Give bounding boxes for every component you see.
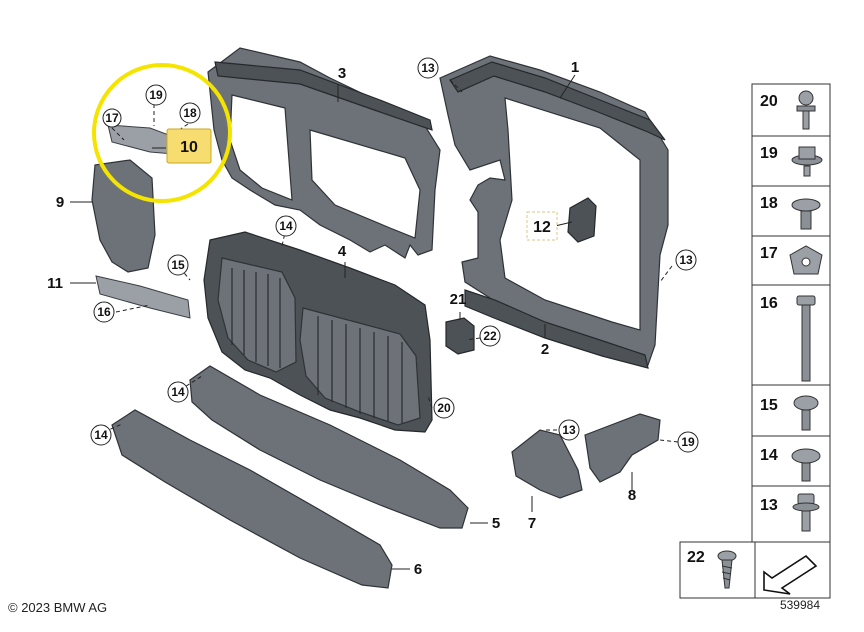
part-2-strut-drawing	[464, 289, 649, 369]
washer-screw-icon	[791, 198, 821, 230]
diagram-id: 539984	[780, 598, 820, 612]
copyright-text: © 2023 BMW AG	[8, 600, 107, 615]
part-label-20: 20	[437, 401, 451, 415]
part-label-22: 22	[483, 329, 497, 343]
part-3-upper-frame-drawing	[207, 47, 441, 259]
part-label-4: 4	[338, 243, 347, 260]
ball-stud-icon	[796, 90, 816, 130]
part-label-6: 6	[414, 561, 422, 578]
part-label-5: 5	[492, 515, 500, 532]
highlight-ring	[92, 63, 232, 203]
part-label-11: 11	[47, 275, 63, 292]
part-label-7: 7	[528, 515, 536, 532]
short-bolt-icon	[792, 493, 820, 532]
part-label-19-top: 19	[149, 88, 163, 102]
flange-screw-icon	[791, 448, 821, 482]
legend-num-14: 14	[760, 447, 778, 464]
part-label-1: 1	[571, 59, 579, 76]
part-label-18: 18	[183, 106, 197, 120]
legend-num-19: 19	[760, 145, 778, 162]
part-label-8: 8	[628, 487, 636, 504]
legend-num-13: 13	[760, 497, 778, 514]
legend-num-20: 20	[760, 93, 778, 110]
clip-nut-icon	[789, 245, 823, 275]
part-label-13-bottom: 13	[562, 423, 576, 437]
part-label-14-low: 14	[94, 428, 108, 442]
part-label-13-top: 13	[421, 61, 435, 75]
part-4-kidney-grille-drawing	[203, 231, 433, 433]
mounting-arrow-icon	[763, 554, 818, 595]
part-9-air-duct-drawing	[91, 159, 156, 273]
long-bolt-icon	[796, 295, 816, 382]
part-label-10: 10	[180, 139, 198, 156]
hex-screw-icon	[793, 395, 819, 431]
circled-labels: 13 13 13 14 14 14 15 16 17 18 19 19 20 2…	[90, 57, 699, 453]
part-label-9: 9	[56, 194, 64, 211]
part-label-2: 2	[541, 341, 549, 358]
part-11-bracket-drawing	[95, 275, 191, 319]
part-label-12: 12	[533, 219, 551, 236]
part-12-clip-drawing	[567, 197, 597, 243]
part-label-21: 21	[450, 291, 467, 308]
part-8-duct-drawing	[584, 413, 661, 483]
legend-num-18: 18	[760, 195, 778, 212]
part-21-block-drawing	[445, 317, 475, 355]
legend-num-15: 15	[760, 397, 778, 414]
part-label-14-mid: 14	[171, 385, 185, 399]
part-1-front-carrier-drawing	[439, 55, 669, 366]
legend-bottom: 22	[679, 541, 831, 599]
leader-lines	[70, 74, 679, 570]
tapping-screw-icon	[717, 550, 737, 589]
part-label-16: 16	[97, 305, 111, 319]
legend-num-17: 17	[760, 245, 778, 262]
part-label-17: 17	[105, 111, 119, 125]
flange-nut-icon	[791, 146, 823, 177]
part-label-19-bottom: 19	[681, 435, 695, 449]
part-7-duct-drawing	[511, 429, 583, 499]
part-10-highlight-box	[166, 128, 212, 164]
part-label-3: 3	[338, 65, 346, 82]
part-6-lower-air-guide-drawing	[111, 409, 393, 589]
legend-num-22: 22	[687, 549, 705, 566]
part-label-14-grille: 14	[279, 219, 293, 233]
part-5-lower-air-guide-drawing	[189, 365, 469, 529]
part-label-15: 15	[171, 258, 185, 272]
legend-num-16: 16	[760, 295, 778, 312]
part-label-13-right: 13	[679, 253, 693, 267]
fastener-legend: 20 19 18 17 16 1	[751, 83, 831, 545]
